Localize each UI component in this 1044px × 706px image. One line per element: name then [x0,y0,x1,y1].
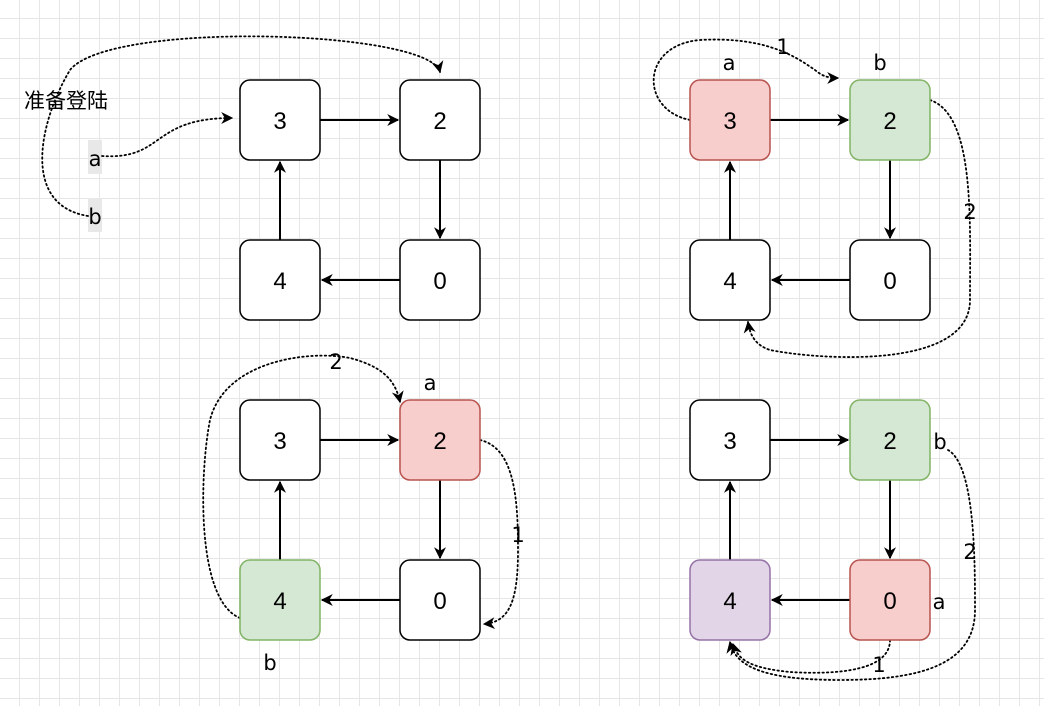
node-label: 4 [273,268,286,295]
pointer-a-label: a [723,51,736,75]
node-box: 0 [849,239,931,321]
step-label: 2 [963,540,976,564]
node-box: 2 [849,79,931,161]
step-1-arrow [479,439,519,630]
step-label: 1 [872,653,885,677]
node-box: 2 [849,399,931,481]
node-label: 3 [723,108,736,135]
node-label: 4 [723,268,736,295]
node-label: 2 [883,428,896,455]
node-label: 2 [433,428,446,455]
node-label: 3 [273,428,286,455]
pointer-b-label: b [263,651,276,675]
node-box: 4 [689,559,771,641]
node-box: 0 [399,559,481,641]
step-1-arrow [730,639,891,674]
node-box: 4 [239,559,321,641]
panel-3: a b 2 1 3 2 0 4 [202,350,525,675]
node-box: 3 [239,399,321,481]
pointer-a-highlight [88,140,102,174]
pointer-a-label: a [89,147,102,171]
pointer-a-label: a [424,371,437,395]
node-box: 2 [399,399,481,481]
node-box: 0 [399,239,481,321]
panel-2: a b 1 2 3 2 0 4 [652,35,977,358]
node-box: 3 [239,79,321,161]
node-box: 3 [689,399,771,481]
pointer-a-label: a [933,590,946,614]
panel-1: 准备登陆 a b 3 2 0 4 [24,35,481,321]
step-1-arrow [652,38,840,121]
pointer-b-arrow [41,35,444,217]
node-box: 4 [689,239,771,321]
pointer-a-arrow [101,112,234,158]
pointer-b-label: b [933,430,946,454]
node-label: 0 [433,588,446,615]
node-box: 4 [239,239,321,321]
node-label: 4 [723,588,736,615]
pointer-b-label: b [88,205,101,229]
step-label: 2 [329,350,342,374]
node-box: 2 [399,79,481,161]
step-label: 1 [776,35,789,59]
node-label: 3 [273,108,286,135]
node-label: 2 [883,108,896,135]
node-box: 0 [849,559,931,641]
node-label: 0 [883,268,896,295]
pointer-b-label: b [873,51,886,75]
step-2-arrow [202,354,404,619]
node-label: 4 [273,588,286,615]
node-box: 3 [689,79,771,161]
node-label: 2 [433,108,446,135]
title-label: 准备登陆 [24,89,108,113]
step-label: 2 [963,200,976,224]
node-label: 3 [723,428,736,455]
node-label: 0 [883,588,896,615]
pointer-b-highlight [88,198,102,232]
panel-4: b a 2 1 3 2 0 4 [689,399,977,681]
step-label: 1 [511,523,524,547]
step-2-arrow [726,449,976,681]
node-label: 0 [433,268,446,295]
step-2-arrow [743,99,972,358]
